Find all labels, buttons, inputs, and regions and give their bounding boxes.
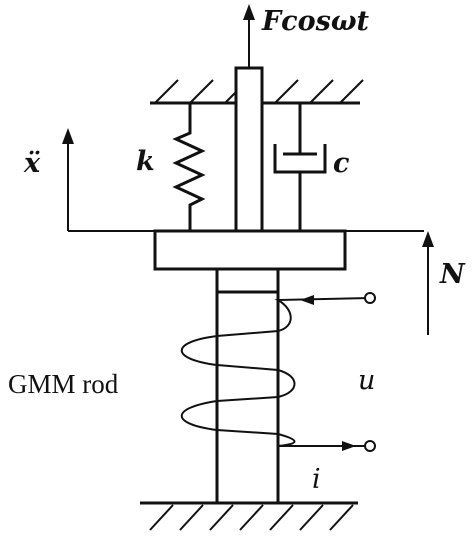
force-arrow: [243, 4, 255, 68]
damper: [273, 103, 327, 231]
acceleration-arrow: [62, 128, 155, 232]
gmm-rod: [215, 269, 280, 503]
rod-label: GMM rod: [8, 369, 119, 399]
mass-block: [153, 229, 347, 271]
normal-force-label: N: [439, 259, 466, 290]
acceleration-label: ẍ: [23, 148, 41, 179]
output-shaft: [234, 66, 264, 233]
spring-label: k: [136, 146, 155, 177]
spring: [172, 103, 206, 231]
current-label: i: [312, 464, 321, 495]
excitation-coil: [181, 295, 371, 451]
voltage-label: u: [358, 365, 375, 396]
damper-label: c: [333, 148, 349, 179]
terminal-bottom: [364, 440, 376, 452]
terminal-top: [364, 292, 376, 304]
bottom-fixed-base: [140, 501, 358, 531]
force-label: Fcosωt: [261, 6, 370, 37]
normal-force-arrow: [345, 230, 434, 335]
